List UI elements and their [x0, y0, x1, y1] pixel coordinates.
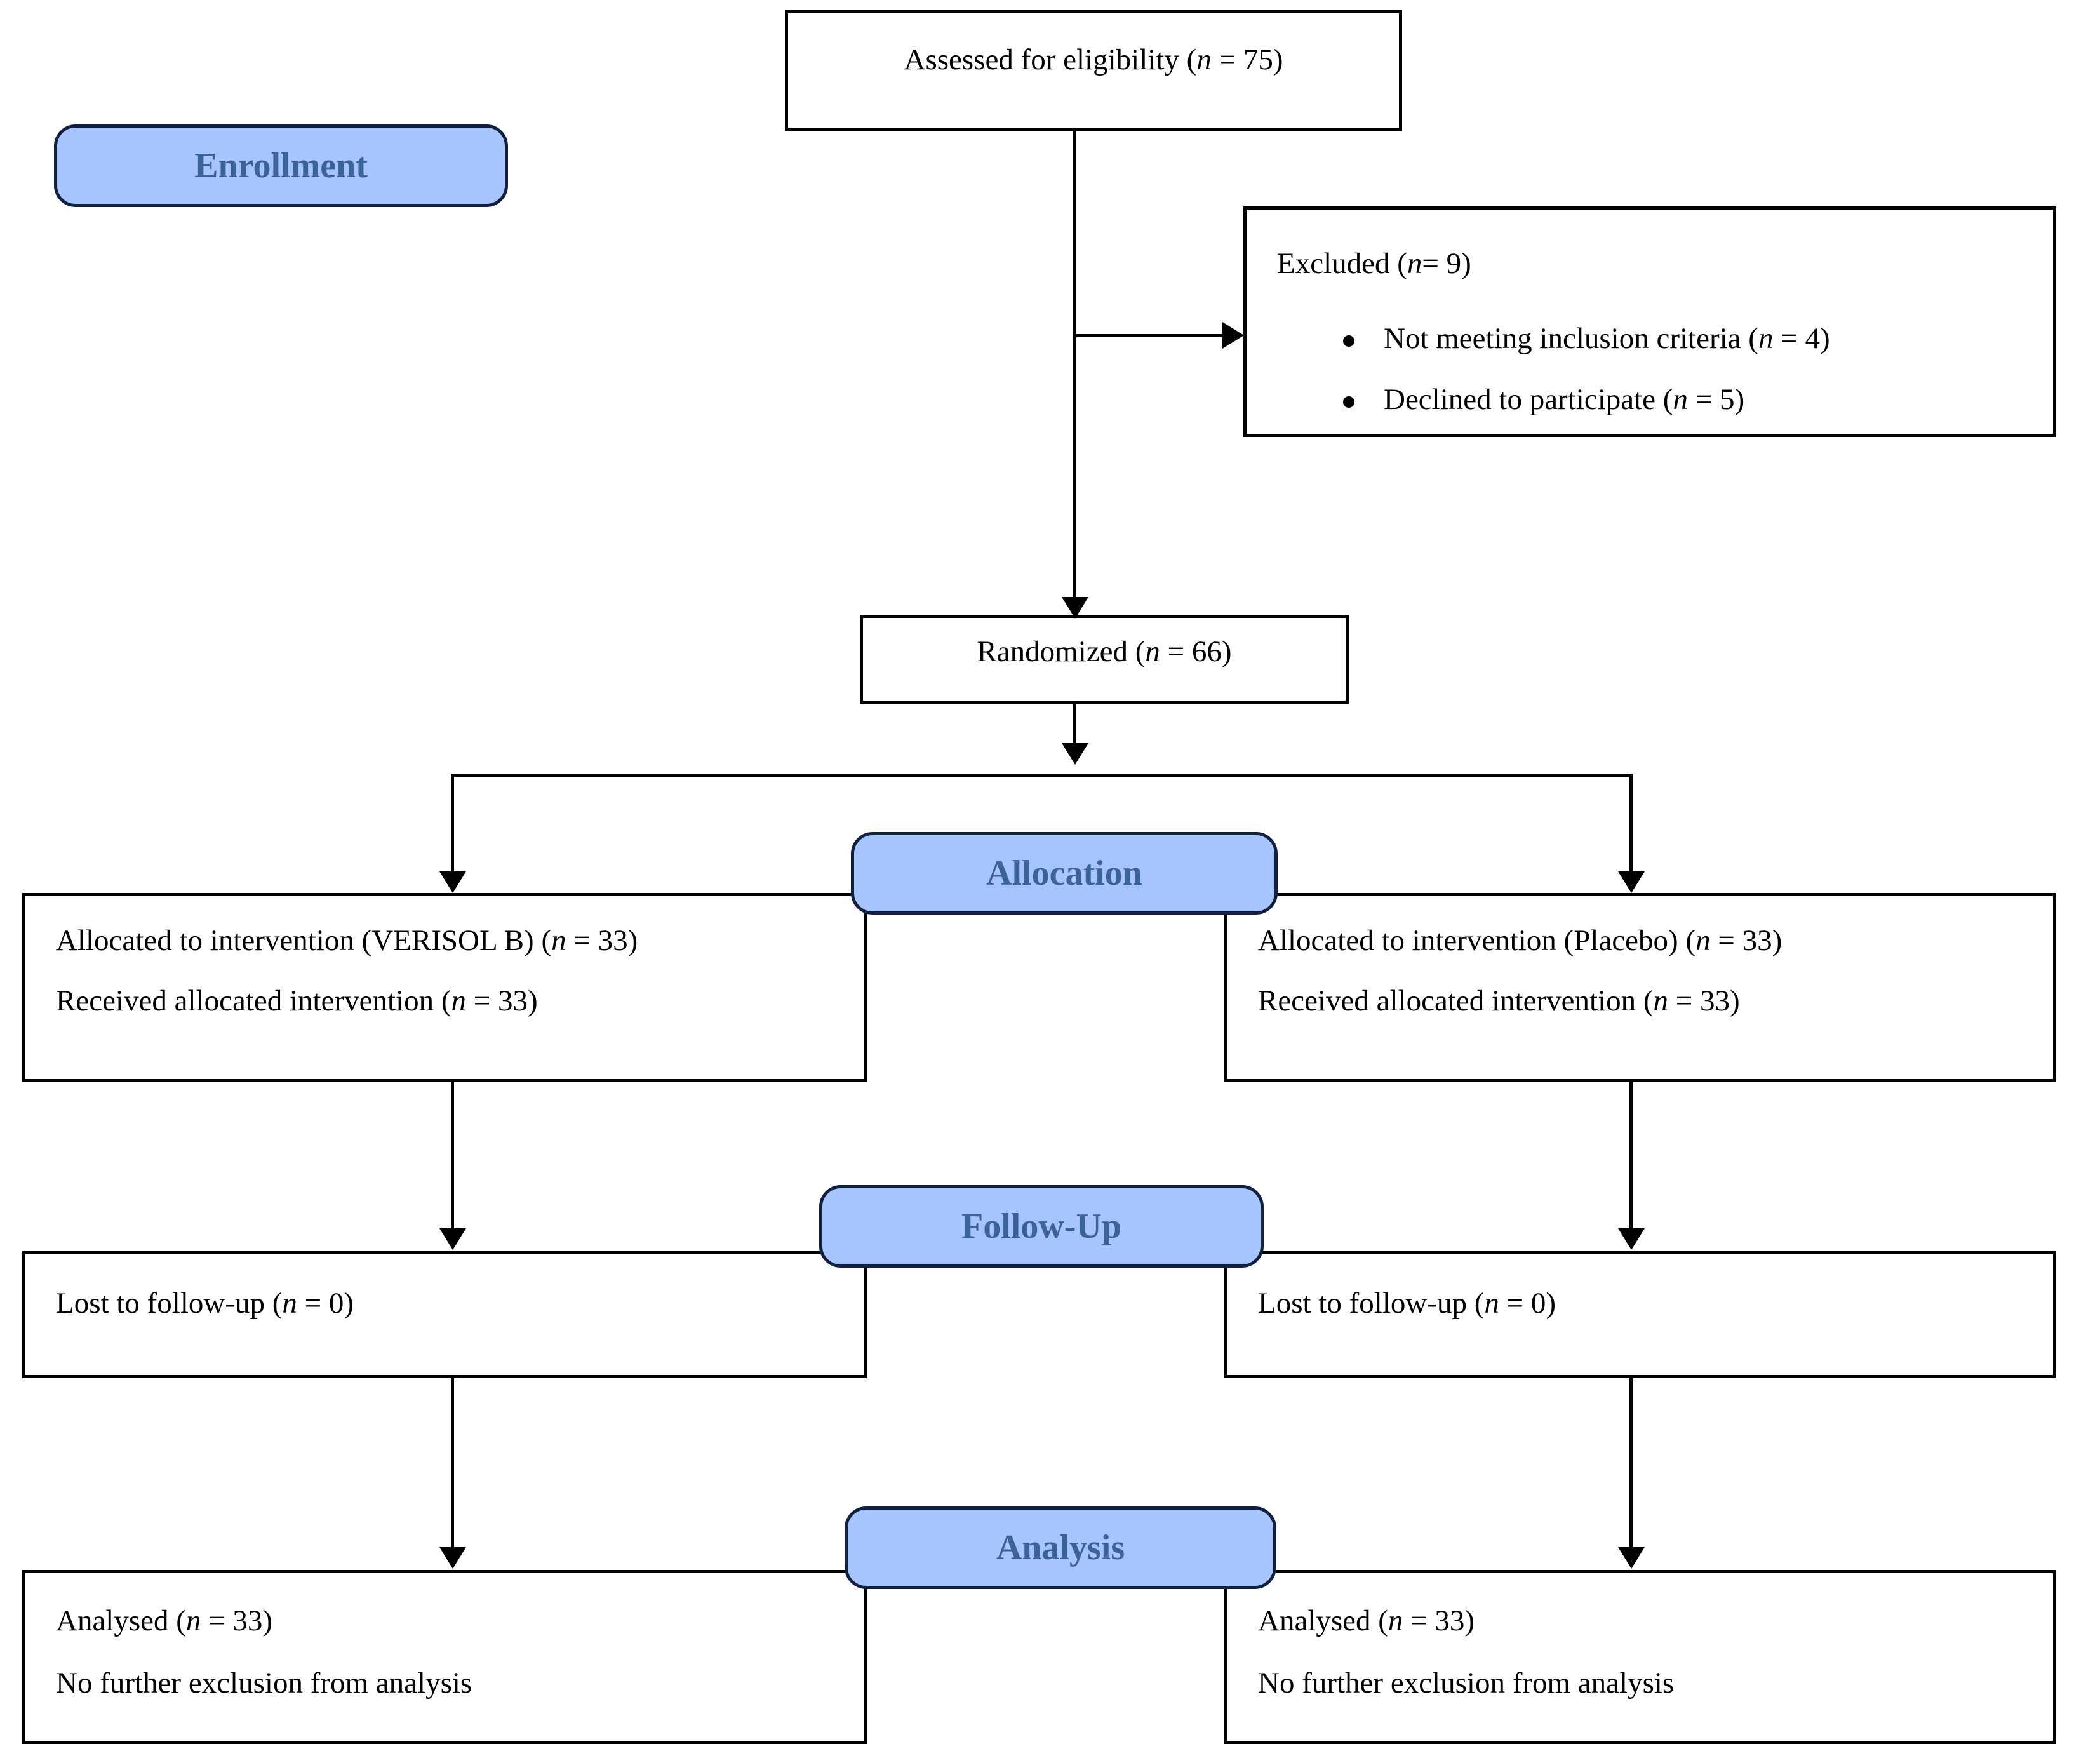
assessed-n-symbol: n [1196, 43, 1212, 76]
node-randomized: Randomized (n = 66) [860, 615, 1349, 704]
node-followup-left: Lost to follow-up (n = 0) [22, 1251, 867, 1378]
connector-fork-left-drop [451, 774, 454, 872]
arrow-to-alloc-right [1618, 871, 1645, 893]
node-excluded-heading: Excluded (n= 9) [1277, 248, 1471, 280]
stage-badge-enrollment: Enrollment [54, 124, 508, 207]
bullet-icon [1343, 335, 1354, 347]
stage-badge-enrollment-label: Enrollment [194, 146, 368, 185]
node-allocation-right-line1: Allocated to intervention (Placebo) (n =… [1258, 924, 1782, 957]
connector-alloc-left-to-followup [451, 1082, 454, 1230]
connector-followup-right-to-analysis [1629, 1378, 1633, 1548]
excluded-reason-item: Declined to participate (n = 5) [1343, 382, 1744, 417]
node-analysis-right: Analysed (n = 33) No further exclusion f… [1224, 1570, 2056, 1744]
arrow-to-randomized [1062, 597, 1088, 619]
arrow-to-analysis-right [1618, 1547, 1645, 1569]
connector-assessed-to-excluded [1073, 334, 1226, 337]
connector-assessed-to-randomized [1073, 131, 1076, 615]
connector-fork-right-drop [1629, 774, 1633, 872]
node-allocation-left-line1: Allocated to intervention (VERISOL B) (n… [56, 924, 638, 957]
excluded-reason-text: Not meeting inclusion criteria (n = 4) [1384, 322, 1830, 355]
arrow-to-alloc-left [439, 871, 466, 893]
excluded-n-symbol: n [1407, 247, 1422, 280]
arrow-to-followup-right [1618, 1228, 1645, 1250]
connector-alloc-right-to-followup [1629, 1082, 1633, 1230]
arrow-to-analysis-left [439, 1547, 466, 1569]
connector-followup-left-to-analysis [451, 1378, 454, 1548]
randomized-suffix: = 66) [1160, 635, 1232, 668]
node-allocation-left: Allocated to intervention (VERISOL B) (n… [22, 893, 867, 1082]
excluded-prefix: Excluded ( [1277, 247, 1407, 280]
assessed-suffix: = 75) [1211, 43, 1283, 76]
node-assessed-for-eligibility: Assessed for eligibility (n = 75) [785, 10, 1402, 131]
node-followup-right-label: Lost to follow-up (n = 0) [1258, 1287, 1556, 1320]
node-analysis-left: Analysed (n = 33) No further exclusion f… [22, 1570, 867, 1744]
node-analysis-right-line2: No further exclusion from analysis [1258, 1667, 1675, 1700]
connector-fork-bar [451, 774, 1633, 777]
randomized-prefix: Randomized ( [977, 635, 1146, 668]
stage-badge-allocation: Allocation [851, 832, 1278, 915]
arrow-to-excluded [1222, 322, 1244, 349]
node-analysis-left-line1: Analysed (n = 33) [56, 1604, 273, 1637]
node-excluded: Excluded (n= 9) Not meeting inclusion cr… [1243, 206, 2056, 437]
node-followup-left-label: Lost to follow-up (n = 0) [56, 1287, 354, 1320]
node-analysis-right-line1: Analysed (n = 33) [1258, 1604, 1475, 1637]
node-allocation-left-line2: Received allocated intervention (n = 33) [56, 984, 538, 1017]
node-randomized-label: Randomized (n = 66) [863, 636, 1346, 668]
connector-randomized-stem [1073, 704, 1076, 753]
excluded-reason-item: Not meeting inclusion criteria (n = 4) [1343, 321, 1830, 356]
stage-badge-allocation-label: Allocation [986, 854, 1142, 893]
bullet-icon [1343, 396, 1354, 408]
arrow-to-followup-left [439, 1228, 466, 1250]
node-analysis-left-line2: No further exclusion from analysis [56, 1667, 472, 1700]
arrow-randomized-fork [1062, 743, 1088, 765]
node-allocation-right: Allocated to intervention (Placebo) (n =… [1224, 893, 2056, 1082]
assessed-prefix: Assessed for eligibility ( [904, 43, 1197, 76]
node-followup-right: Lost to follow-up (n = 0) [1224, 1251, 2056, 1378]
stage-badge-analysis: Analysis [845, 1506, 1276, 1589]
stage-badge-follow-up: Follow-Up [819, 1185, 1264, 1268]
stage-badge-analysis-label: Analysis [996, 1528, 1125, 1567]
excluded-suffix: = 9) [1422, 247, 1471, 280]
node-assessed-label: Assessed for eligibility (n = 75) [788, 44, 1399, 76]
stage-badge-follow-up-label: Follow-Up [961, 1207, 1121, 1246]
node-allocation-right-line2: Received allocated intervention (n = 33) [1258, 984, 1740, 1017]
randomized-n-symbol: n [1145, 635, 1160, 668]
excluded-reason-text: Declined to participate (n = 5) [1384, 383, 1745, 416]
